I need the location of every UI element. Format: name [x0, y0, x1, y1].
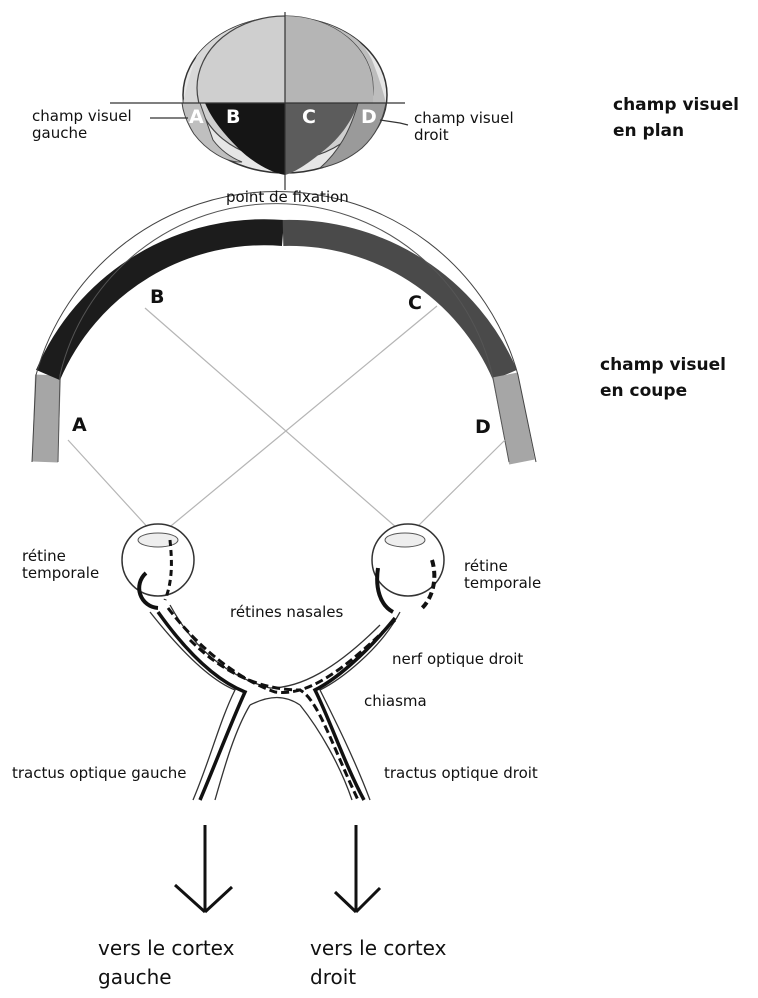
plan-letter-d: D — [361, 106, 377, 128]
right-field-line2: droit — [414, 127, 514, 144]
left-eye — [122, 524, 194, 608]
label-chiasma: chiasma — [364, 693, 427, 710]
right-eye — [372, 524, 444, 612]
label-right-temporal-retina: rétine temporale — [464, 558, 541, 592]
plan-letter-b: B — [226, 106, 240, 128]
optic-pathways — [150, 605, 400, 800]
left-retina-line1: rétine — [22, 548, 99, 565]
label-nasal-retinas: rétines nasales — [230, 604, 343, 621]
section-letter-a: A — [72, 414, 87, 436]
title-plan-line1: champ visuel — [613, 92, 739, 118]
title-plan-line2: en plan — [613, 118, 739, 144]
label-left-visual-field: champ visuel gauche — [32, 108, 132, 142]
label-right-cortex: vers le cortex droit — [310, 934, 446, 992]
label-right-visual-field: champ visuel droit — [414, 110, 514, 144]
left-field-line1: champ visuel — [32, 108, 132, 125]
label-right-optic-nerve: nerf optique droit — [392, 651, 523, 668]
plan-letter-a: A — [189, 106, 204, 128]
section-letter-c: C — [408, 292, 422, 314]
plan-letter-c: C — [302, 106, 316, 128]
left-field-line2: gauche — [32, 125, 132, 142]
left-cortex-line2: gauche — [98, 963, 234, 992]
label-right-optic-tract: tractus optique droit — [384, 765, 538, 782]
section-letter-d: D — [475, 416, 491, 438]
arrow-left — [175, 825, 232, 912]
right-cortex-line2: droit — [310, 963, 446, 992]
left-retina-line2: temporale — [22, 565, 99, 582]
label-left-optic-tract: tractus optique gauche — [12, 765, 186, 782]
visual-field-section — [32, 191, 536, 535]
right-retina-line2: temporale — [464, 575, 541, 592]
title-section-line2: en coupe — [600, 378, 726, 404]
right-retina-line1: rétine — [464, 558, 541, 575]
label-fixation-point: point de fixation — [226, 189, 349, 206]
title-section: champ visuel en coupe — [600, 352, 726, 404]
section-letter-b: B — [150, 286, 164, 308]
right-cortex-line1: vers le cortex — [310, 934, 446, 963]
visual-field-plan — [110, 12, 408, 190]
arrow-right — [335, 825, 380, 912]
title-section-line1: champ visuel — [600, 352, 726, 378]
right-field-line1: champ visuel — [414, 110, 514, 127]
label-left-temporal-retina: rétine temporale — [22, 548, 99, 582]
left-cortex-line1: vers le cortex — [98, 934, 234, 963]
title-plan: champ visuel en plan — [613, 92, 739, 144]
label-left-cortex: vers le cortex gauche — [98, 934, 234, 992]
